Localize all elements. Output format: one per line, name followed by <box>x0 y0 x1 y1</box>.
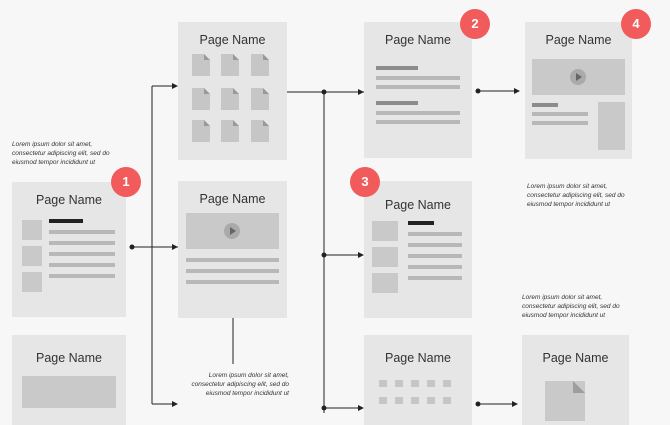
thumb-block <box>372 273 398 293</box>
file-icon <box>192 54 210 76</box>
thumb-block <box>22 272 42 292</box>
text-bar <box>532 112 588 116</box>
video-block[interactable] <box>532 59 625 95</box>
text-bar <box>49 252 115 256</box>
grid-item <box>443 380 451 387</box>
text-bar <box>376 120 460 124</box>
page-card-1[interactable]: Page Name <box>12 182 126 317</box>
document-icon <box>545 381 585 421</box>
text-bar <box>408 265 462 269</box>
step-badge-2: 2 <box>460 9 490 39</box>
grid-item <box>443 397 451 404</box>
annotation-note-4: Lorem ipsum dolor sit amet,consectetur a… <box>522 294 620 319</box>
grid-item <box>427 380 435 387</box>
text-bar <box>532 121 588 125</box>
page-card-2[interactable]: Page Name <box>12 335 126 425</box>
annotation-note-2: Lorem ipsum dolor sit amet,consectetur a… <box>191 372 289 397</box>
page-title: Page Name <box>384 351 451 365</box>
text-bar <box>49 241 115 245</box>
page-card-4[interactable]: Page Name <box>178 181 287 318</box>
file-icon <box>192 88 210 110</box>
grid-item <box>379 397 387 404</box>
page-card-5[interactable]: Page Name <box>364 22 472 158</box>
file-icon <box>251 120 269 142</box>
step-badge-3: 3 <box>350 167 380 197</box>
page-card-7[interactable]: Page Name <box>364 335 472 425</box>
text-bar <box>408 232 462 236</box>
play-icon[interactable] <box>570 69 586 85</box>
page-title: Page Name <box>384 198 451 212</box>
connector-lines <box>129 83 520 413</box>
text-bar <box>408 276 462 280</box>
file-icon <box>221 88 239 110</box>
page-card-3[interactable]: Page Name <box>178 22 287 160</box>
video-block[interactable] <box>186 213 279 249</box>
file-icon <box>251 54 269 76</box>
step-badge-4: 4 <box>621 9 651 39</box>
heading-bar <box>376 101 418 105</box>
thumb-block <box>372 247 398 267</box>
page-title: Page Name <box>199 33 266 47</box>
heading-bar <box>408 221 434 225</box>
file-icon <box>221 54 239 76</box>
text-bar <box>408 254 462 258</box>
grid-item <box>411 397 419 404</box>
page-title: Page Name <box>35 351 102 365</box>
file-icon <box>221 120 239 142</box>
annotation-note-1: Lorem ipsum dolor sit amet,consectetur a… <box>12 141 110 166</box>
grid-item <box>427 397 435 404</box>
text-bar <box>186 258 279 262</box>
page-title: Page Name <box>384 33 451 47</box>
file-icon <box>251 88 269 110</box>
page-title: Page Name <box>545 33 612 47</box>
text-bar <box>186 280 279 284</box>
page-title: Page Name <box>35 193 102 207</box>
sidebar-block <box>598 102 625 150</box>
text-bar <box>408 243 462 247</box>
file-icon <box>192 120 210 142</box>
grid-item <box>379 380 387 387</box>
heading-bar <box>376 66 418 70</box>
thumb-block <box>372 221 398 241</box>
thumb-block <box>22 246 42 266</box>
grid-item <box>395 380 403 387</box>
annotation-note-3: Lorem ipsum dolor sit amet,consectetur a… <box>527 183 625 208</box>
page-card-9[interactable]: Page Name <box>522 335 629 425</box>
play-icon[interactable] <box>224 223 240 239</box>
image-block <box>22 376 116 408</box>
text-bar <box>186 269 279 273</box>
page-title: Page Name <box>542 351 609 365</box>
text-bar <box>49 274 115 278</box>
step-badge-1: 1 <box>111 167 141 197</box>
thumb-block <box>22 220 42 240</box>
heading-bar <box>532 103 558 107</box>
text-bar <box>376 111 460 115</box>
page-card-8[interactable]: Page Name <box>525 22 632 159</box>
text-bar <box>49 263 115 267</box>
text-bar <box>376 76 460 80</box>
grid-item <box>411 380 419 387</box>
page-card-6[interactable]: Page Name <box>364 181 472 318</box>
page-title: Page Name <box>199 192 266 206</box>
text-bar <box>376 85 460 89</box>
grid-item <box>395 397 403 404</box>
heading-bar <box>49 219 83 223</box>
text-bar <box>49 230 115 234</box>
